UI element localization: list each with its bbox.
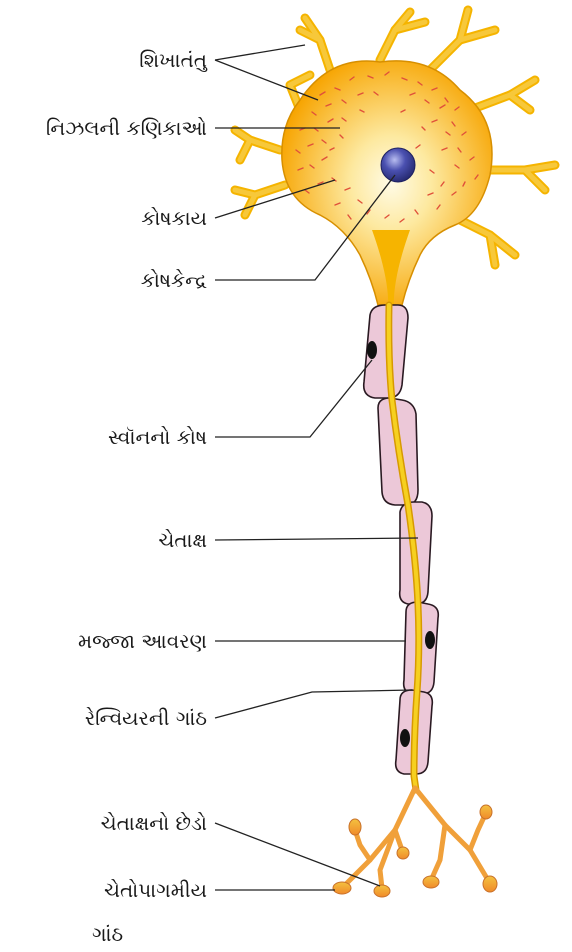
- label-cell-body: કોષકાય: [141, 206, 207, 230]
- label-schwann-cell: સ્વૉનનો કોષ: [108, 425, 207, 449]
- label-axon-terminal: ચેતાક્ષનો છેડો: [101, 811, 207, 835]
- label-node-of-ranvier: રેન્વિયરની ગાંઠ: [85, 706, 207, 730]
- label-synaptic-knob-line2: ગાંઠ: [92, 922, 123, 946]
- label-nissl-granules: નિઝલની કણિકાઓ: [46, 116, 207, 140]
- label-nucleus: કોષકેન્દ્ર: [141, 268, 207, 292]
- axon-terminals: [345, 788, 488, 888]
- label-myelin-sheath: મજ્જા આવરણ: [78, 629, 207, 653]
- schwann-cells: [364, 305, 439, 774]
- label-synaptic-knob-line1: ચેતોપાગમીય: [104, 878, 207, 902]
- label-axon: ચેતાક્ષ: [158, 528, 207, 552]
- label-dendrite: શિખાતંતુ: [139, 48, 207, 72]
- nucleus: [381, 148, 415, 182]
